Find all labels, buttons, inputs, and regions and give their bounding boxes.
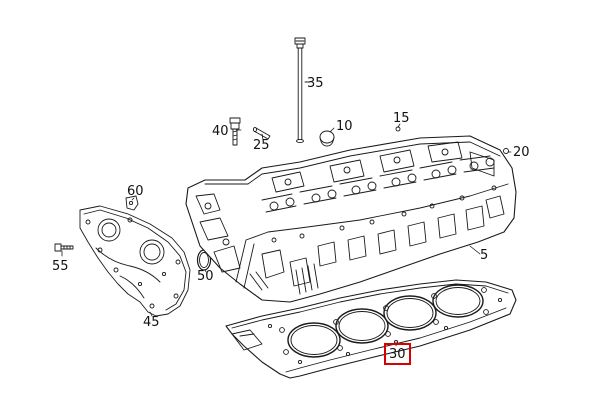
callout-55: 55 (52, 259, 69, 274)
dowel-pin-25 (252, 127, 271, 140)
head-gasket-30 (225, 279, 517, 379)
small-bolt-40 (229, 117, 241, 146)
bolt-55 (54, 243, 74, 252)
callout-25: 25 (253, 138, 270, 153)
head-bolt-long (294, 37, 311, 144)
callout-20: 20 (513, 145, 530, 160)
callout-5: 5 (480, 248, 489, 263)
callout-45: 45 (143, 315, 160, 330)
callout-50: 50 (197, 269, 214, 284)
o-ring-50 (196, 249, 212, 271)
callout-40: 40 (212, 124, 229, 139)
bracket-60 (125, 195, 139, 211)
plug-10 (319, 130, 335, 147)
callout-15: 15 (393, 111, 410, 126)
timing-cover-45 (79, 205, 191, 317)
callout-10: 10 (336, 119, 353, 134)
leader-lines (61, 123, 512, 347)
callout-30-highlighted[interactable]: 30 (384, 343, 411, 365)
small-plug-15 (395, 126, 401, 132)
callout-35: 35 (307, 76, 324, 91)
cylinder-head-5 (185, 135, 517, 303)
callout-60: 60 (127, 184, 144, 199)
small-plug-20 (503, 148, 509, 154)
